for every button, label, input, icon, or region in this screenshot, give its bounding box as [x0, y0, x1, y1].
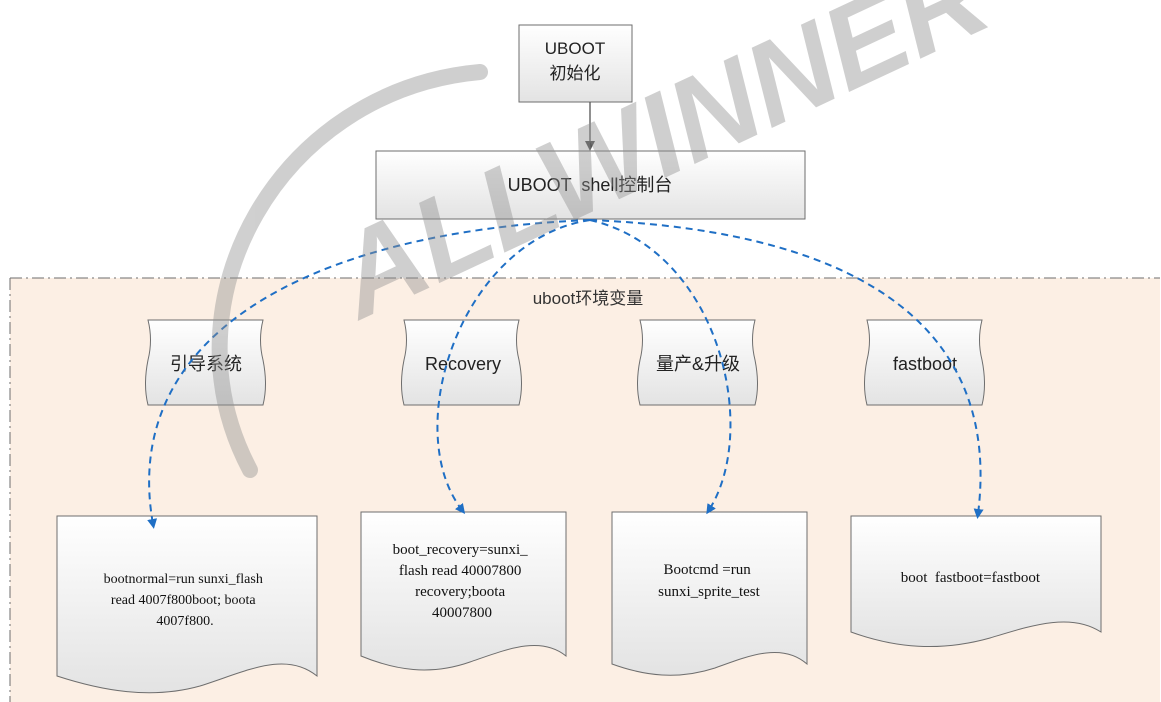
doc-fastboot-line1: boot fastboot=fastboot	[901, 570, 1041, 586]
mode-production-upgrade-label: 量产&升级	[656, 354, 740, 374]
uboot-shell-label: UBOOT shell控制台	[508, 175, 673, 195]
mode-recovery-label: Recovery	[425, 354, 501, 374]
doc-recovery-line3: recovery;boota	[415, 584, 505, 600]
dispatch-arrows	[147, 219, 984, 529]
uboot-init-box	[518, 24, 633, 103]
doc-sprite-text: Bootcmd =run sunxi_sprite_test	[658, 562, 760, 600]
mode-boot-system-label: 引导系统	[170, 354, 242, 374]
mode-fastboot-box	[864, 319, 985, 406]
doc-sprite-line1: Bootcmd =run	[664, 562, 752, 578]
mode-recovery-box	[401, 319, 522, 406]
doc-bootnormal-line3: 4007f800.	[156, 614, 213, 629]
doc-bootnormal-line2: read 4007f800boot; boota	[111, 593, 256, 608]
doc-recovery-line1: boot_recovery=sunxi_	[393, 542, 529, 558]
doc-recovery-line2: flash read 40007800	[399, 563, 521, 579]
uboot-init-label-line2: 初始化	[550, 64, 601, 83]
doc-recovery-line4: 40007800	[432, 605, 492, 621]
arrow-to-fastboot	[589, 219, 984, 519]
doc-sprite-box	[611, 511, 808, 676]
doc-recovery-text: boot_recovery=sunxi_ flash read 40007800…	[393, 542, 532, 621]
doc-fastboot-box	[850, 515, 1102, 648]
arrow-to-bootnormal	[147, 219, 591, 529]
doc-sprite-line2: sunxi_sprite_test	[658, 584, 760, 600]
arrow-to-recovery	[436, 219, 591, 514]
env-region-label: uboot环境变量	[533, 289, 644, 308]
doc-bootnormal-box	[56, 515, 318, 694]
doc-fastboot-text: boot fastboot=fastboot	[901, 570, 1041, 586]
mode-production-upgrade-box	[637, 319, 758, 406]
uboot-init-label-line1: UBOOT	[545, 39, 605, 58]
mode-fastboot-label: fastboot	[893, 354, 957, 374]
arrow-to-sprite	[589, 219, 732, 515]
doc-bootnormal-line1: bootnormal=run sunxi_flash	[104, 572, 263, 587]
doc-bootnormal-text: bootnormal=run sunxi_flash read 4007f800…	[104, 572, 267, 629]
uboot-shell-box	[375, 150, 806, 220]
doc-recovery-box	[360, 511, 567, 671]
